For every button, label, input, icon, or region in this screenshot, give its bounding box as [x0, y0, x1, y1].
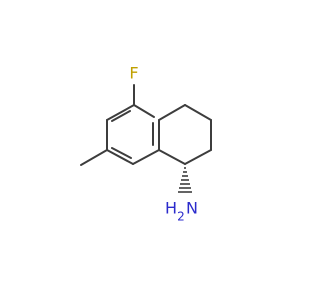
fluorine-atom-label: F	[129, 64, 138, 83]
nitrogen-atom-label: N	[186, 199, 198, 218]
bond-c2-c1	[184, 149, 212, 165]
bond-c5-c6	[106, 104, 135, 121]
bond-c7-methyl	[80, 149, 108, 166]
bond-c4-c3	[184, 104, 212, 121]
bond-c7-c8	[106, 149, 134, 165]
bond-c1-c8a	[158, 149, 186, 165]
bond-c8-c8a	[132, 149, 160, 165]
hashed-wedge-bond	[178, 167, 192, 193]
amine-hydrogen-count: 2	[177, 210, 185, 224]
molecule-structure: F H 2 N	[80, 64, 212, 224]
double-bond-c5-c6	[111, 110, 131, 122]
double-bond-c7-c8	[111, 147, 132, 159]
bond-c4a-c5	[133, 104, 155, 118]
bond-c4a-c4	[158, 104, 186, 121]
amine-hydrogen-label: H	[165, 199, 177, 218]
structure-canvas: F H 2 N	[80, 63, 212, 224]
